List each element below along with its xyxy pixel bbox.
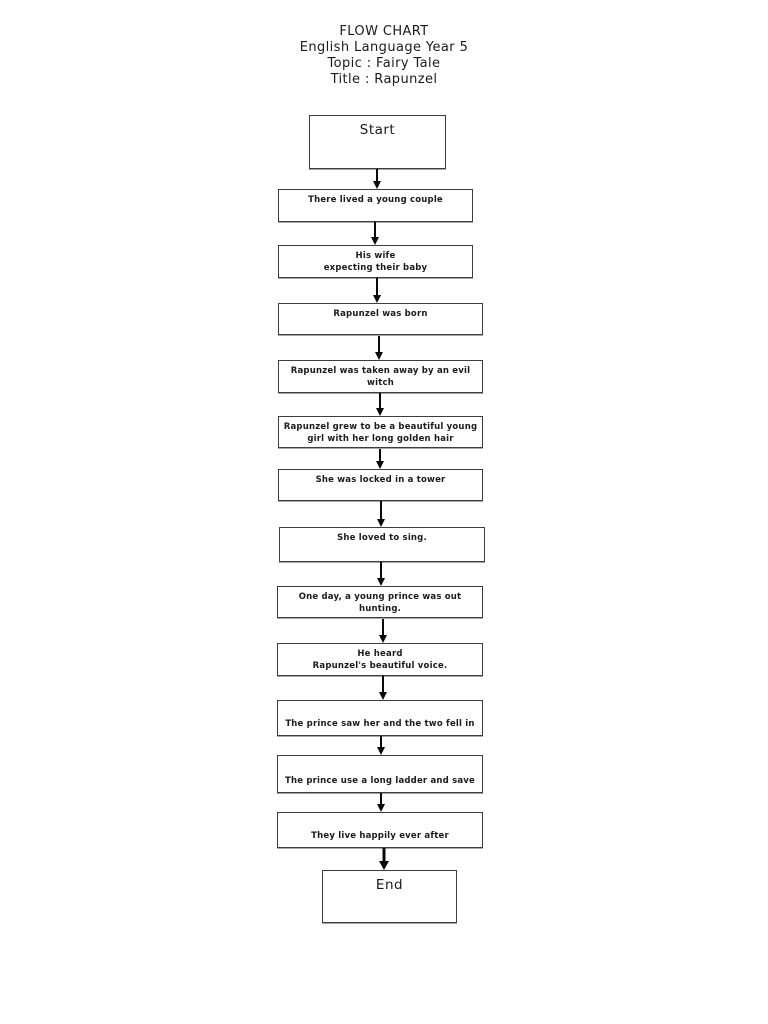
header-line-topic: Topic : Fairy Tale xyxy=(327,56,441,71)
flow-node-label: He heard Rapunzel's beautiful voice. xyxy=(312,649,448,671)
arrow-down-icon xyxy=(370,222,380,245)
flow-node-step-3: Rapunzel was born xyxy=(278,303,483,335)
arrow-down-icon xyxy=(376,736,386,755)
flow-node-label: Rapunzel was taken away by an evil witch xyxy=(290,366,471,388)
arrow-down-icon xyxy=(375,449,385,469)
arrow-down-icon xyxy=(374,336,384,360)
arrow-down-icon xyxy=(378,676,388,700)
flow-node-step-2: His wife expecting their baby xyxy=(278,245,473,278)
flow-node-label: Rapunzel was born xyxy=(333,309,428,319)
flow-node-label: They live happily ever after xyxy=(311,831,449,841)
arrow-down-icon xyxy=(378,619,388,643)
flow-node-end: End xyxy=(322,870,457,923)
flow-node-label: She was locked in a tower xyxy=(315,475,446,485)
arrow-down-icon xyxy=(372,278,382,303)
flow-node-step-4: Rapunzel was taken away by an evil witch xyxy=(278,360,483,393)
header-line-subject: English Language Year 5 xyxy=(299,40,469,55)
flow-node-step-9: He heard Rapunzel's beautiful voice. xyxy=(277,643,483,676)
arrow-down-icon xyxy=(376,793,386,812)
arrow-down-icon xyxy=(372,169,382,189)
arrow-down-icon xyxy=(379,848,389,870)
arrow-down-icon xyxy=(375,393,385,416)
document-header: FLOW CHART English Language Year 5 Topic… xyxy=(0,24,768,88)
flow-node-step-5: Rapunzel grew to be a beautiful young gi… xyxy=(278,416,483,448)
flow-node-label: Start xyxy=(359,122,396,138)
flow-node-step-7: She loved to sing. xyxy=(279,527,485,562)
flow-node-step-12: They live happily ever after xyxy=(277,812,483,848)
flow-node-step-10: The prince saw her and the two fell in xyxy=(277,700,483,736)
flow-node-label: There lived a young couple xyxy=(308,195,443,205)
header-line-story-title: Title : Rapunzel xyxy=(330,72,438,87)
flow-node-label: His wife expecting their baby xyxy=(323,251,428,273)
arrow-down-icon xyxy=(376,562,386,586)
flow-node-label: She loved to sing. xyxy=(337,533,427,543)
flow-node-step-8: One day, a young prince was out hunting. xyxy=(277,586,483,618)
flow-node-step-1: There lived a young couple xyxy=(278,189,473,222)
header-line-title: FLOW CHART xyxy=(339,24,429,39)
flow-node-start: Start xyxy=(309,115,446,169)
flow-node-label: The prince use a long ladder and save xyxy=(284,776,476,786)
flow-node-step-11: The prince use a long ladder and save xyxy=(277,755,483,793)
arrow-down-icon xyxy=(376,501,386,527)
flow-node-label: The prince saw her and the two fell in xyxy=(285,719,475,729)
flow-node-step-6: She was locked in a tower xyxy=(278,469,483,501)
flow-node-label: End xyxy=(375,877,404,893)
flow-node-label: Rapunzel grew to be a beautiful young gi… xyxy=(283,422,478,444)
flow-node-label: One day, a young prince was out hunting. xyxy=(298,592,462,614)
